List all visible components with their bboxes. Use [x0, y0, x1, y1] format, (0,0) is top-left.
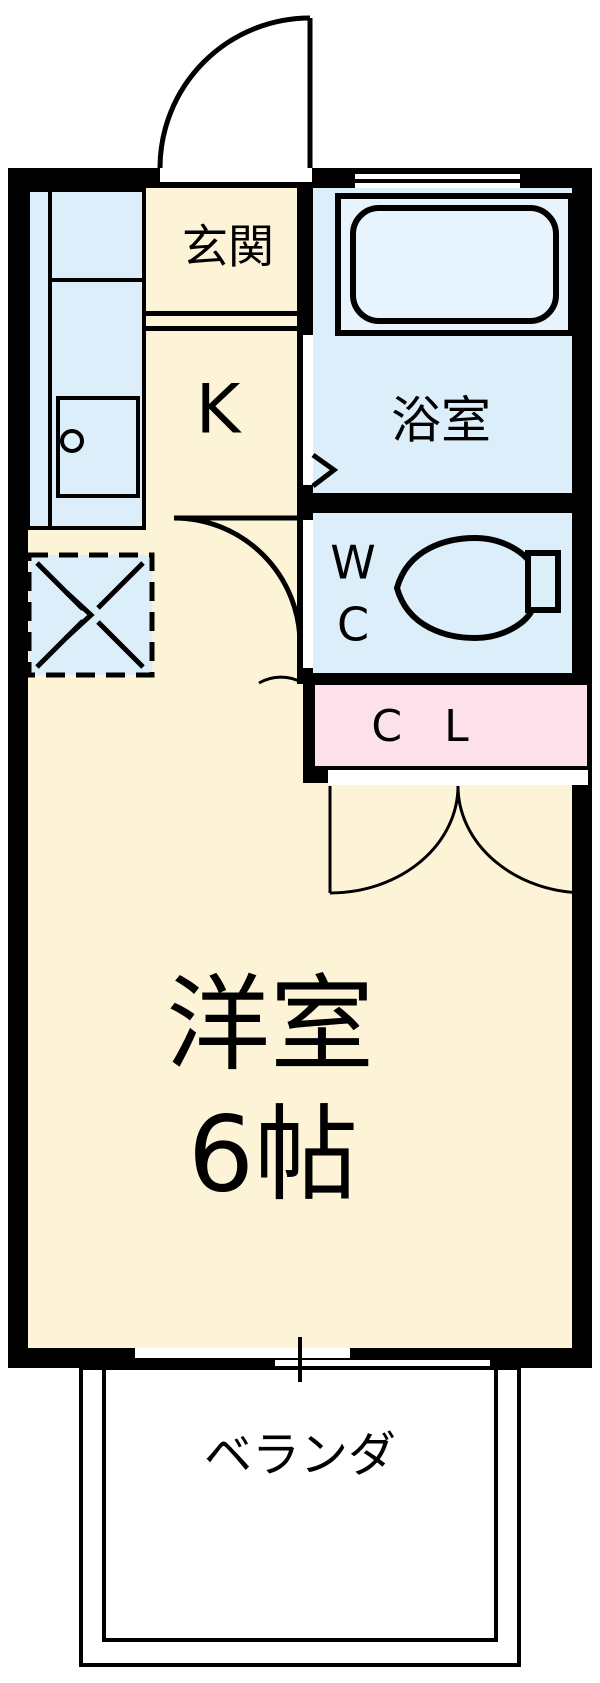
kitchen-unit [26, 188, 146, 530]
genkan-step-line [143, 311, 300, 316]
gas-stove [48, 188, 146, 282]
room-label-main-room: 洋室 [166, 963, 374, 1085]
entrance-threshold [160, 168, 312, 182]
room-toilet [258, 493, 592, 685]
closet-threshold[interactable] [328, 770, 588, 785]
partition-kitchen-right [297, 336, 303, 468]
room-label-bathroom: 浴室 [391, 392, 491, 450]
toilet-door-swing [258, 675, 304, 685]
sink-drain-icon [60, 429, 84, 453]
toilet-door-gap[interactable] [303, 520, 313, 668]
entrance-door[interactable] [157, 15, 313, 169]
room-bathroom [303, 168, 592, 503]
room-label-closet: C L [371, 701, 482, 752]
toilet-bowl [393, 534, 561, 642]
bathroom-window [355, 174, 520, 188]
room-label-toilet-w: W [330, 536, 375, 590]
closet-floor [315, 685, 587, 766]
kitchen-sink [56, 396, 140, 498]
partition-kitchen-right-2 [297, 466, 303, 522]
bathroom-folding-door[interactable] [303, 335, 339, 488]
bathtub [335, 193, 574, 336]
veranda [79, 1366, 521, 1667]
room-label-toilet-c: C [337, 598, 369, 652]
closet-double-doors[interactable] [328, 785, 588, 895]
room-closet [303, 673, 592, 895]
room-label-kitchen: K [196, 371, 243, 450]
room-label-veranda: ベランダ [204, 1427, 396, 1483]
washing-machine-space [26, 552, 155, 678]
genkan-step-line-2 [143, 326, 300, 331]
room-label-genkan: 玄関 [182, 220, 274, 274]
kitchen-room-door[interactable] [173, 515, 303, 645]
room-genkan [143, 188, 300, 331]
partition-genkan-right [297, 188, 303, 338]
interior-partitions [297, 188, 303, 684]
veranda-sliding-window[interactable] [135, 1337, 490, 1382]
partition-room-right [297, 518, 303, 684]
room-label-main-room-area: 6帖 [188, 1093, 358, 1215]
